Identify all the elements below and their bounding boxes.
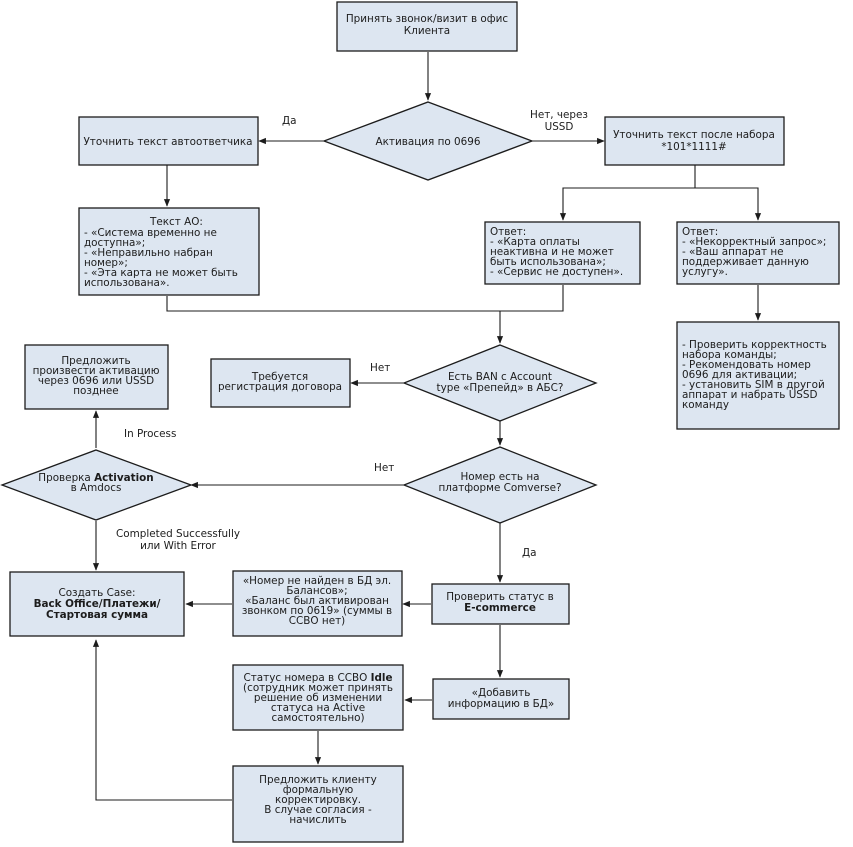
svg-text:Ответ:- «Некорректный запрос»;: Ответ:- «Некорректный запрос»;- «Ваш апп… [682,226,826,278]
node-answer-2: Ответ:- «Некорректный запрос»;- «Ваш апп… [676,221,840,285]
svg-text:Текст АО:- «Система временно н: Текст АО:- «Система временно недоступна»… [84,216,238,289]
connectors [92,52,762,801]
svg-text:«Номер не найден в БД эл.Балан: «Номер не найден в БД эл.Балансов»;«Бала… [242,575,392,627]
svg-text:Проверить статус вE-commerce: Проверить статус вE-commerce [446,591,554,614]
node-clarify-autoanswer: Уточнить текст автоответчика [78,116,259,166]
node-create-case: Создать Case:Back Office/Платежи/Стартов… [9,571,185,637]
node-idle-status: Статус номера в ССВО Idle(сотрудник може… [232,664,404,731]
node-number-not-found: «Номер не найден в БД эл.Балансов»;«Бала… [232,570,403,637]
svg-text:Уточнить текст после набора*10: Уточнить текст после набора*101*1111# [613,129,775,153]
edge-ussd-split-right [695,187,762,221]
decision-activation-0696: Активация по 0696 [322,101,534,181]
edge-ao-text-to-ban [166,296,504,344]
edge-ans1-merge [500,285,564,312]
label-no-2: Нет [374,462,394,474]
svg-text:Активация по 0696: Активация по 0696 [376,136,481,148]
edge-ussd-split [559,165,696,221]
label-no-1: Нет [370,362,390,374]
label-yes-1: Да [282,115,297,127]
svg-text:Создать Case:Back Office/Плате: Создать Case:Back Office/Платежи/Стартов… [34,587,161,621]
svg-text:Статус номера в ССВО Idle(сотр: Статус номера в ССВО Idle(сотрудник може… [243,672,393,724]
svg-text:Уточнить текст автоответчика: Уточнить текст автоответчика [83,136,252,148]
node-clarify-ussd: Уточнить текст после набора*101*1111# [604,116,785,166]
label-yes-2: Да [522,547,537,559]
label-in-process: In Process [124,428,176,440]
edge-correct-to-case [92,639,232,801]
